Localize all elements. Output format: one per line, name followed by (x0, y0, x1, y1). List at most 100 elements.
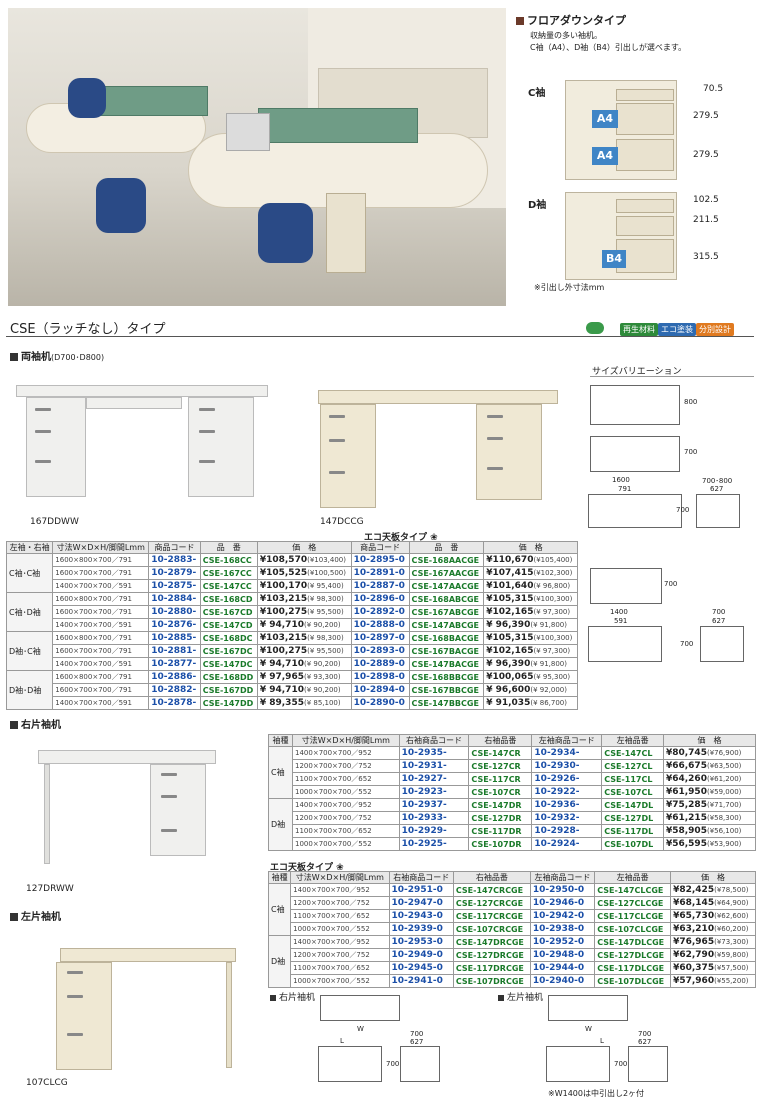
eco-price-cell: ¥101,640(¥ 96,800) (483, 579, 578, 593)
price-ex: (¥61,200) (706, 775, 742, 783)
diag-right-front (318, 1046, 382, 1082)
migi-price-table: 袖種 寸法W×D×H/脚間Lmm 右袖商品コード 右袖品番 左袖商品コード 左袖… (267, 734, 757, 851)
right-code-cell: 10-2951-0 (388, 883, 454, 897)
part-cell: CSE-167DD (199, 683, 258, 697)
right-part-cell: CSE-117DRCGE (452, 961, 531, 975)
price: ¥ 94,710 (259, 685, 304, 695)
d-dim-1: 102.5 (693, 195, 719, 205)
th-m-rpart: 右袖品番 (468, 734, 533, 747)
dim-791: 791 (618, 485, 632, 493)
price: ¥76,965 (673, 937, 715, 947)
c-dim-3: 279.5 (693, 150, 719, 160)
desk-white-top (16, 385, 268, 397)
eco-price: ¥102,165 (486, 646, 534, 656)
dim-b-700: 700 (664, 580, 678, 588)
eco-price-ex: (¥ 91,800) (530, 660, 567, 668)
right-part-cell: CSE-117CRCGE (452, 909, 531, 923)
eco-price: ¥ 96,390 (486, 659, 531, 669)
size-cell: 1200×700×700／752 (292, 759, 400, 773)
price-cell: ¥100,275(¥ 95,500) (256, 605, 352, 619)
price-ex: (¥103,400) (307, 556, 346, 564)
desk-white-left-ped (26, 397, 86, 497)
diag-l-l: L (600, 1037, 604, 1045)
price: ¥68,145 (673, 898, 715, 908)
group-label: D袖 (267, 798, 294, 851)
eco-price-cell: ¥105,315(¥100,300) (483, 592, 578, 606)
right-code-cell: 10-2925- (398, 837, 470, 851)
price-ex: (¥ 90,200) (303, 660, 341, 668)
size-cell: 1200×700×700／752 (290, 948, 390, 962)
w1400-note: ※W1400は中引出し2ヶ付 (548, 1089, 645, 1098)
price: ¥100,275 (259, 646, 308, 656)
left-code-cell: 10-2934- (531, 746, 603, 760)
th-m-price: 価 格 (662, 734, 757, 747)
left-code-cell: 10-2932- (531, 811, 603, 825)
left-part-cell: CSE-107CL (601, 785, 664, 799)
eco-price: ¥ 91,035 (486, 698, 531, 708)
price-cell: ¥64,260(¥61,200) (662, 772, 757, 786)
side-view-b (700, 626, 744, 662)
code-cell: 10-2886- (148, 670, 201, 684)
floor-down-desc2: C袖（A4）、D袖（B4）引出しが選べます。 (530, 43, 687, 52)
group-label: C袖 (267, 883, 292, 936)
part-cell: CSE-168CC (199, 553, 258, 567)
right-code-cell: 10-2947-0 (388, 896, 454, 910)
eco-code-cell: 10-2891-0 (350, 566, 410, 580)
th-e-price: 価 格 (670, 871, 756, 884)
eco-part-cell: CSE-167ABCGE (408, 605, 485, 619)
price: ¥ 94,710 (259, 620, 304, 630)
dim-b-h700: 700 (680, 640, 694, 648)
code-cell: 10-2878- (148, 696, 201, 710)
right-code-cell: 10-2939-0 (388, 922, 454, 936)
eco-part-cell: CSE-147ABCGE (408, 618, 485, 632)
eco-price: ¥105,315 (486, 633, 534, 643)
price-ex: (¥53,900) (706, 840, 742, 848)
left-code-cell: 10-2924- (531, 837, 603, 851)
size-cell: 1000×700×700／552 (290, 974, 390, 988)
variation-1400 (590, 568, 662, 604)
right-part-cell: CSE-107DR (468, 837, 533, 851)
right-part-cell: CSE-117CR (468, 772, 533, 786)
img-caption-1: 167DDWW (30, 517, 79, 527)
ryo-title: 両袖机(D700･D800) (10, 348, 104, 363)
diag-right-top (320, 995, 400, 1021)
price-cell: ¥ 94,710(¥ 90,200) (256, 657, 352, 671)
eco-price-cell: ¥ 91,035(¥ 86,700) (483, 696, 578, 710)
desk-right-ped (150, 764, 206, 856)
diag-l-700: 700 (638, 1030, 652, 1038)
eco-code-cell: 10-2889-0 (350, 657, 410, 671)
left-part-cell: CSE-107DLCGE (594, 974, 672, 988)
migi-title: 右片袖机 (10, 716, 61, 731)
diag-r-l: L (340, 1037, 344, 1045)
left-code-cell: 10-2938-0 (529, 922, 596, 936)
size-cell: 1000×700×700／552 (290, 922, 390, 936)
eco-code-cell: 10-2894-0 (350, 683, 410, 697)
th-eco-price: 価 格 (483, 541, 578, 554)
th-e-size: 寸法W×D×H/脚間Lmm (290, 871, 390, 884)
eco-price-cell: ¥110,670(¥105,400) (483, 553, 578, 567)
left-part-cell: CSE-107CLCGE (594, 922, 672, 936)
part-cell: CSE-168DD (199, 670, 258, 684)
price: ¥56,595 (665, 839, 707, 849)
left-part-cell: CSE-127DLCGE (594, 948, 672, 962)
price-cell: ¥56,595(¥53,900) (662, 837, 757, 851)
eco-part-cell: CSE-168AACGE (408, 553, 485, 567)
right-part-cell: CSE-147DR (468, 798, 533, 812)
left-part-cell: CSE-127DL (601, 811, 664, 825)
price: ¥62,790 (673, 950, 715, 960)
price-cell: ¥103,215(¥ 98,300) (256, 592, 352, 606)
a4-badge: A4 (592, 110, 618, 128)
d-label: D袖 (528, 200, 547, 211)
size-cell: 1400×700×700／591 (52, 657, 150, 671)
front-view-a (588, 494, 682, 528)
price: ¥65,730 (673, 911, 715, 921)
th-e-sleeve: 袖種 (267, 871, 292, 884)
